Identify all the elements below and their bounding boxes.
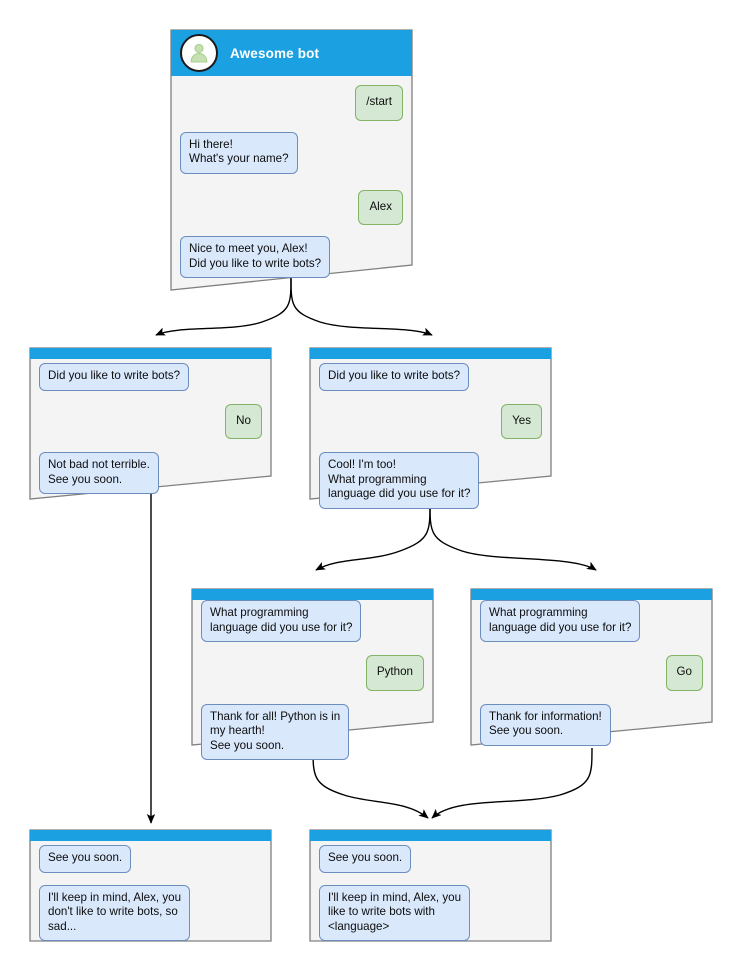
window-header xyxy=(29,347,272,358)
message-row: I'll keep in mind, Alex, you like to wri… xyxy=(319,884,542,941)
root-conversation-window[interactable]: Awesome bot /start Hi there! What's your… xyxy=(170,29,413,291)
message-row: Nice to meet you, Alex! Did you like to … xyxy=(180,236,403,278)
message-row: Alex xyxy=(180,189,403,225)
bot-message-bubble[interactable]: Did you like to write bots? xyxy=(319,363,470,391)
bot-message-bubble[interactable]: What programming language did you use fo… xyxy=(480,600,641,642)
message-row: No xyxy=(39,403,262,439)
message-row: See you soon. xyxy=(319,845,542,873)
message-row: Python xyxy=(201,655,424,691)
user-message-bubble[interactable]: Python xyxy=(365,655,424,691)
window-header: Awesome bot xyxy=(170,29,413,77)
message-row: Not bad not terrible. See you soon. xyxy=(39,452,262,494)
message-row: What programming language did you use fo… xyxy=(201,600,424,642)
window-title: Awesome bot xyxy=(230,45,320,61)
message-list: What programming language did you use fo… xyxy=(470,600,713,746)
user-message-bubble[interactable]: /start xyxy=(355,85,403,121)
message-row: Yes xyxy=(319,403,542,439)
message-list: See you soon. I'll keep in mind, Alex, y… xyxy=(29,845,272,941)
bot-message-bubble[interactable]: Thank for information! See you soon. xyxy=(480,703,611,746)
message-row: What programming language did you use fo… xyxy=(480,600,703,642)
message-list: Did you like to write bots? No Not bad n… xyxy=(29,363,272,494)
message-row: Did you like to write bots? xyxy=(319,363,542,391)
bot-message-bubble[interactable]: See you soon. xyxy=(319,845,412,873)
window-header xyxy=(470,588,713,599)
connector-go-to-end-happy xyxy=(431,747,593,819)
branch-python-window[interactable]: What programming language did you use fo… xyxy=(191,588,434,760)
bot-message-bubble[interactable]: See you soon. xyxy=(39,845,132,873)
bot-message-bubble[interactable]: Not bad not terrible. See you soon. xyxy=(39,452,159,494)
connector-yes-to-python xyxy=(315,502,431,571)
window-header xyxy=(309,829,552,840)
message-list: /start Hi there! What's your name? Alex … xyxy=(170,85,413,278)
branch-yes-window[interactable]: Did you like to write bots? Yes Cool! I'… xyxy=(309,347,552,509)
branch-go-window[interactable]: What programming language did you use fo… xyxy=(470,588,713,746)
message-row: Go xyxy=(480,655,703,691)
window-header xyxy=(309,347,552,358)
message-row: Thank for all! Python is in my hearth! S… xyxy=(201,703,424,760)
bot-message-bubble[interactable]: Hi there! What's your name? xyxy=(180,131,298,174)
user-message-bubble[interactable]: No xyxy=(225,403,262,439)
window-header xyxy=(191,588,434,599)
bot-message-bubble[interactable]: Nice to meet you, Alex! Did you like to … xyxy=(180,236,331,278)
message-row: /start xyxy=(180,85,403,121)
user-message-bubble[interactable]: Go xyxy=(665,655,703,691)
bot-message-bubble[interactable]: Cool! I'm too! What programming language… xyxy=(319,452,480,509)
connector-yes-to-go xyxy=(429,502,597,571)
message-row: Cool! I'm too! What programming language… xyxy=(319,452,542,509)
bot-message-bubble[interactable]: What programming language did you use fo… xyxy=(201,600,362,642)
branch-no-window[interactable]: Did you like to write bots? No Not bad n… xyxy=(29,347,272,500)
message-row: Hi there! What's your name? xyxy=(180,131,403,174)
end-happy-window[interactable]: See you soon. I'll keep in mind, Alex, y… xyxy=(309,829,552,942)
end-sad-window[interactable]: See you soon. I'll keep in mind, Alex, y… xyxy=(29,829,272,942)
bot-message-bubble[interactable]: I'll keep in mind, Alex, you don't like … xyxy=(39,884,191,941)
message-list: See you soon. I'll keep in mind, Alex, y… xyxy=(309,845,552,941)
bot-message-bubble[interactable]: I'll keep in mind, Alex, you like to wri… xyxy=(319,884,471,941)
bot-message-bubble[interactable]: Did you like to write bots? xyxy=(39,363,190,391)
message-list: What programming language did you use fo… xyxy=(191,600,434,760)
message-row: See you soon. xyxy=(39,845,262,873)
message-list: Did you like to write bots? Yes Cool! I'… xyxy=(309,363,552,509)
window-header xyxy=(29,829,272,840)
message-row: I'll keep in mind, Alex, you don't like … xyxy=(39,884,262,941)
message-row: Thank for information! See you soon. xyxy=(480,703,703,746)
user-message-bubble[interactable]: Yes xyxy=(501,403,542,439)
user-message-bubble[interactable]: Alex xyxy=(358,189,403,225)
person-avatar-icon xyxy=(180,34,218,72)
bot-message-bubble[interactable]: Thank for all! Python is in my hearth! S… xyxy=(201,703,350,760)
message-row: Did you like to write bots? xyxy=(39,363,262,391)
